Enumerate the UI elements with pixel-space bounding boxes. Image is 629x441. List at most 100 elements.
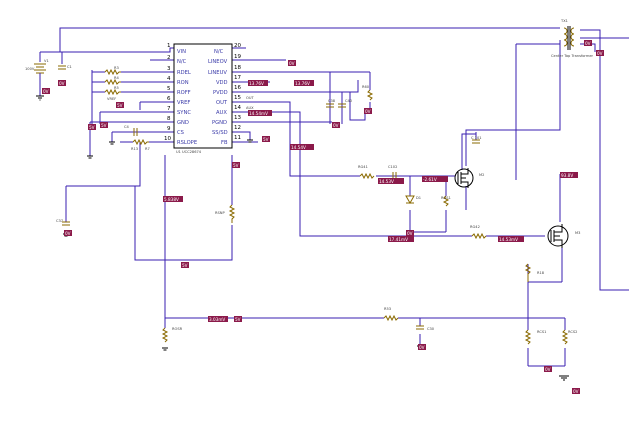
svg-text:0V: 0V xyxy=(333,123,339,128)
svg-text:5V: 5V xyxy=(235,317,241,322)
v1-value: 100V xyxy=(25,67,35,71)
resistor-rdel[interactable]: R3 xyxy=(104,66,121,76)
pin-name: CS xyxy=(177,130,184,136)
resistor-r53[interactable]: R53 xyxy=(383,307,399,322)
ground-icon xyxy=(162,347,168,351)
resistor-rcs2[interactable]: RCS2 xyxy=(561,329,577,345)
capacitor-c30[interactable]: C30 xyxy=(416,325,435,331)
net-flag: 14.53V xyxy=(378,178,404,184)
net-flag: 17.41mV xyxy=(388,236,414,242)
capacitor-c38[interactable]: C38 xyxy=(326,99,336,108)
resistor-rslope[interactable]: R13 R7 xyxy=(131,138,150,151)
capacitor-c40[interactable]: C40 xyxy=(338,99,353,108)
v1-label: V1 xyxy=(44,59,49,63)
rcs2-label: RCS2 xyxy=(568,330,577,334)
svg-text:5V: 5V xyxy=(101,123,107,128)
net-flag: 0V xyxy=(584,40,592,46)
pin-number: 17 xyxy=(234,75,241,81)
svg-text:0V: 0V xyxy=(419,345,425,350)
svg-text:5V: 5V xyxy=(89,125,95,130)
pin-name: VREF xyxy=(177,100,190,106)
c102-label: C102 xyxy=(388,165,397,169)
net-flag: 0V xyxy=(64,230,72,236)
resistor-roff[interactable]: R5 xyxy=(104,86,121,96)
svg-text:0V: 0V xyxy=(573,389,579,394)
resistor-rsnp[interactable]: RSNP xyxy=(215,204,236,223)
pin-number: 15 xyxy=(234,95,241,101)
pin-number: 7 xyxy=(167,106,171,112)
pin-number: 10 xyxy=(164,136,171,142)
mosfet-m2[interactable]: M2 xyxy=(454,168,484,188)
net-flag: 5.838V xyxy=(163,196,183,202)
out-net-label: OUT xyxy=(246,96,254,100)
net-flag: 0V xyxy=(572,388,580,394)
resistor-rgs1[interactable]: RGS1 xyxy=(441,195,451,207)
svg-text:0V: 0V xyxy=(597,51,603,56)
pin-number: 8 xyxy=(167,116,171,122)
ic-ucc28674[interactable]: UCC28674 U1 VIN N/C RDEL RON ROFF VREF S… xyxy=(164,43,241,154)
c101-label: C 101 xyxy=(471,136,482,140)
svg-text:0V: 0V xyxy=(65,231,71,236)
svg-text:14.54V: 14.54V xyxy=(291,145,306,150)
capacitor-c1[interactable]: C1 xyxy=(58,65,72,70)
pin-name: AUX xyxy=(216,110,227,116)
svg-text:5V: 5V xyxy=(182,263,188,268)
pin-number: 20 xyxy=(234,43,241,49)
m3-label: M3 xyxy=(575,231,580,235)
net-flag: 5V xyxy=(232,162,240,168)
transformer-label: Center Tap Transformer xyxy=(551,54,594,58)
capacitor-cs[interactable]: C4 xyxy=(124,125,138,136)
svg-text:0V: 0V xyxy=(43,89,49,94)
pin-number: 16 xyxy=(234,85,241,91)
ground-icon xyxy=(87,155,93,159)
resistor-r18[interactable]: R18 xyxy=(524,263,545,282)
diode-d1[interactable]: D1 xyxy=(405,195,421,205)
ground-icon xyxy=(247,139,253,143)
c-cs-label: C4 xyxy=(124,125,130,129)
capacitor-c37[interactable]: C37 xyxy=(56,219,70,226)
c30-label: C30 xyxy=(427,327,435,331)
net-flag: 3.03mV xyxy=(208,316,228,322)
rcs1-label: RCS1 xyxy=(537,330,546,334)
net-flag: 0V xyxy=(58,80,66,86)
svg-text:5V: 5V xyxy=(233,163,239,168)
svg-text:14.54mV: 14.54mV xyxy=(249,111,268,116)
pin-number: 1 xyxy=(167,43,171,49)
net-flag: 5V xyxy=(88,124,96,130)
center-tap-transformer[interactable]: Center Tap Transformer TX1 xyxy=(551,19,594,58)
svg-text:14.53mV: 14.53mV xyxy=(499,237,518,242)
pin-number: 11 xyxy=(234,135,241,141)
svg-text:5V: 5V xyxy=(263,137,269,142)
pin-number: 14 xyxy=(234,105,241,111)
resistor-rosr[interactable]: ROSR xyxy=(161,327,183,343)
rdel-label: R3 xyxy=(114,66,119,70)
ground-icon xyxy=(36,95,44,101)
pin-name: RON xyxy=(177,80,189,86)
d1-label: D1 xyxy=(416,196,421,200)
resistor-ron[interactable]: R4 xyxy=(104,76,121,86)
resistor-rcs1[interactable]: RCS1 xyxy=(524,329,546,345)
capacitor-c102[interactable]: C102 xyxy=(388,165,397,180)
pin-name: RSLOPE xyxy=(177,140,197,146)
voltage-source-v1[interactable]: V1 100V xyxy=(25,59,49,96)
transformer-ref: TX1 xyxy=(560,19,568,23)
resistor-r60[interactable]: R60 xyxy=(362,85,374,101)
svg-text:0V: 0V xyxy=(59,81,65,86)
capacitor-c101[interactable]: C 101 xyxy=(471,136,482,144)
mosfet-m3[interactable]: M3 xyxy=(547,224,580,248)
pin-number: 9 xyxy=(167,126,171,132)
net-flag: 0V xyxy=(596,50,604,56)
c1-label: C1 xyxy=(67,65,72,69)
svg-text:0V: 0V xyxy=(585,41,591,46)
pin-name: N/C xyxy=(177,59,187,65)
pin-name: LINEUV xyxy=(208,70,227,76)
resistor-rg42[interactable]: RG42 xyxy=(470,225,487,240)
pin-number: 18 xyxy=(234,65,241,71)
pin-name: GND xyxy=(177,120,189,126)
net-flag: 0V xyxy=(418,344,426,350)
pin-name: N/C xyxy=(214,49,224,55)
net-flag: 93.8V xyxy=(560,172,578,178)
resistor-rg41[interactable]: RG41 xyxy=(358,165,375,180)
pin-name: PVDD xyxy=(213,90,228,96)
components: V1 100V C1 R3 R4 R5 VREF C4 R13 xyxy=(25,19,594,345)
